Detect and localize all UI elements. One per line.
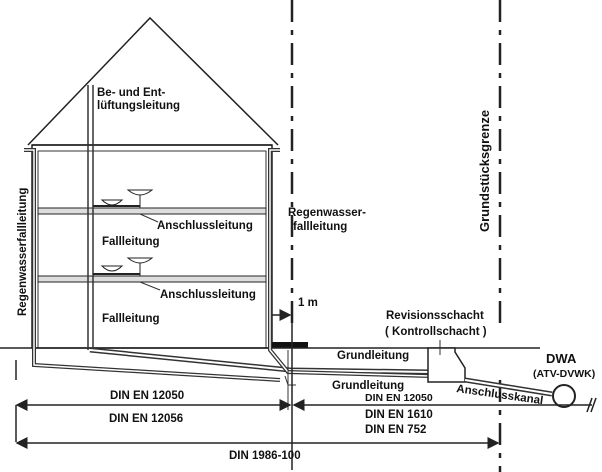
- sewer-main: [552, 384, 576, 408]
- ground-pipe-label-lower: Grundleitung: [332, 380, 404, 392]
- property-line-label: Grundstücksgrenze: [477, 110, 492, 232]
- sink-lower: [93, 257, 154, 276]
- connection-label-lower: Anschlussleitung: [160, 289, 256, 301]
- inspection-shaft: [427, 347, 466, 383]
- one-meter-label: 1 m: [298, 297, 318, 309]
- din-12056-label: DIN EN 12056: [109, 413, 183, 425]
- din-1610-label: DIN EN 1610: [365, 409, 433, 421]
- vent-label-2: lüftungsleitung: [97, 100, 180, 112]
- rain-pipe-left: [24, 148, 281, 382]
- rain-pipe-left-label: Regenwasserfallleitung: [17, 188, 29, 316]
- floor-lower: [37, 275, 267, 283]
- floor-upper: [37, 207, 267, 215]
- foundation: [268, 342, 308, 348]
- dwa-label: DWA: [546, 351, 577, 366]
- sink-upper: [93, 189, 154, 208]
- ground-pipe-label-upper: Grundleitung: [337, 350, 409, 362]
- fall-label-upper: Fallleitung: [102, 236, 160, 248]
- din-1986-label: DIN 1986-100: [229, 450, 301, 462]
- fall-pipe: [87, 85, 431, 375]
- connection-label-upper: Anschlussleitung: [157, 220, 253, 232]
- fall-label-lower: Fallleitung: [102, 313, 160, 325]
- roof: [27, 16, 279, 146]
- vent-label-1: Be- und Ent-: [97, 87, 166, 99]
- din-12050-right-label: DIN EN 12050: [365, 392, 433, 404]
- rain-pipe-right-label-1: Regenwasser-: [288, 207, 366, 219]
- rain-pipe-right-label-2: fallleitung: [293, 221, 347, 233]
- din-752-label: DIN EN 752: [365, 424, 426, 436]
- dwa-sub-label: (ATV-DVWK): [533, 368, 595, 380]
- inspection-label-2: ( Kontrollschacht ): [385, 326, 487, 338]
- inspection-label-1: Revisionsschacht: [386, 310, 484, 322]
- din-12050-left-label: DIN EN 12050: [110, 390, 184, 402]
